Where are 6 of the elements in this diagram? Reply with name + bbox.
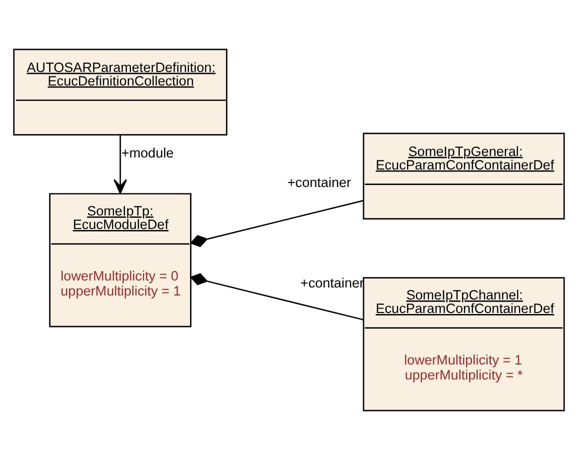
connector [190, 272, 364, 320]
edge-label: +container [287, 174, 352, 190]
arrow [114, 134, 128, 194]
edge-label: +container [300, 274, 364, 290]
connector [190, 199, 364, 247]
edge-label: +module [121, 145, 174, 160]
